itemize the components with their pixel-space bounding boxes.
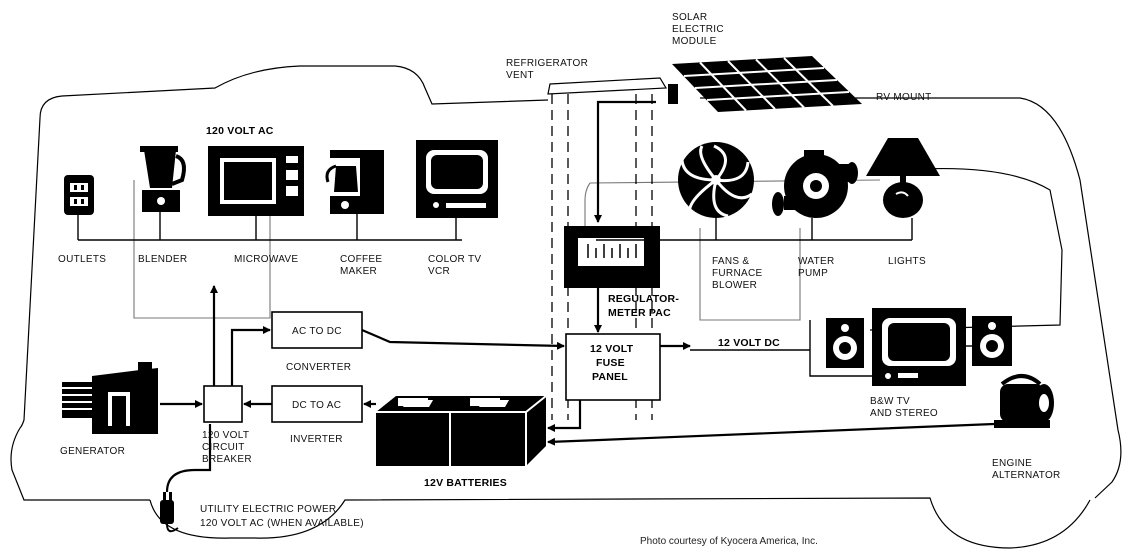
fans-label-1: FANS &	[712, 256, 749, 267]
lamp-icon	[866, 138, 940, 218]
dc-load-bus	[596, 218, 913, 241]
blender-icon	[140, 146, 186, 212]
fan-icon	[678, 142, 754, 218]
breaker-label-3: BREAKER	[202, 454, 252, 465]
bw-tv-icon	[872, 308, 966, 386]
dc-to-ac-label: DC TO AC	[292, 400, 341, 411]
engine-alt-label-2: ALTERNATOR	[992, 470, 1061, 481]
inverter-label: INVERTER	[290, 434, 343, 445]
breaker-label-2: CIRCUIT	[202, 442, 245, 453]
coffee-label-1: COFFEE	[340, 254, 382, 265]
refrigerator-label-1: REFRIGERATOR	[506, 58, 588, 69]
water-pump-label-2: PUMP	[798, 268, 828, 279]
labels: SOLAR ELECTRIC MODULE REFRIGERATOR VENT …	[58, 12, 1061, 547]
microwave-label: MICROWAVE	[234, 254, 298, 265]
solar-module-icon	[668, 56, 862, 112]
wiring	[160, 100, 995, 493]
regulator-label-2: METER PAC	[608, 307, 671, 319]
outlets-icon	[64, 175, 94, 215]
dc-12-label: 12 VOLT DC	[718, 337, 780, 349]
ac-120-label: 120 VOLT AC	[206, 125, 274, 137]
refrigerator-label-2: VENT	[506, 70, 534, 81]
regulator-meter-icon	[564, 226, 660, 288]
breaker-label-1: 120 VOLT	[202, 430, 249, 441]
regulator-label-1: REGULATOR-	[608, 293, 679, 305]
fuse-panel-label-1: 12 VOLT	[590, 343, 634, 355]
utility-label-1: UTILITY ELECTRIC POWER	[200, 504, 336, 515]
ac-to-dc-label: AC TO DC	[292, 326, 342, 337]
generator-icon	[62, 362, 158, 434]
alternator-icon	[994, 374, 1054, 428]
water-pump-label-1: WATER	[798, 256, 835, 267]
rv-mount-label: RV MOUNT	[876, 92, 932, 103]
ac-bus-wire	[77, 212, 462, 392]
color-tv-label-1: COLOR TV	[428, 254, 481, 265]
bw-tv-label-1: B&W TV	[870, 396, 910, 407]
lights-label: LIGHTS	[888, 256, 926, 267]
batteries-icon	[376, 395, 547, 466]
coffee-label-2: MAKER	[340, 266, 377, 277]
microwave-icon	[208, 146, 304, 216]
bw-tv-label-2: AND STEREO	[870, 408, 938, 419]
circuit-breaker-box	[203, 385, 243, 423]
fuse-panel-label-2: FUSE	[596, 357, 625, 369]
coffee-maker-icon	[325, 150, 384, 214]
converter-box	[271, 311, 363, 349]
speaker-left-icon	[826, 318, 864, 368]
outlets-label: OUTLETS	[58, 254, 106, 265]
fans-label-2: FURNACE	[712, 268, 762, 279]
water-pump-icon	[772, 150, 858, 218]
solar-label-1: SOLAR	[672, 12, 707, 23]
fans-label-3: BLOWER	[712, 280, 757, 291]
color-tv-label-2: VCR	[428, 266, 450, 277]
utility-label-2: 120 VOLT AC (WHEN AVAILABLE)	[200, 518, 364, 529]
batteries-label: 12V BATTERIES	[424, 477, 507, 489]
solar-label-3: MODULE	[672, 36, 717, 47]
fuse-panel-label-3: PANEL	[592, 371, 628, 383]
fuse-panel-box	[565, 333, 661, 401]
photo-credit: Photo courtesy of Kyocera America, Inc.	[640, 536, 818, 547]
rv-body-outline	[10, 65, 1122, 549]
plug-icon	[160, 492, 179, 533]
engine-alt-label-1: ENGINE	[992, 458, 1032, 469]
solar-label-2: ELECTRIC	[672, 24, 724, 35]
converter-label: CONVERTER	[286, 362, 351, 373]
color-tv-icon	[416, 140, 498, 218]
blender-label: BLENDER	[138, 254, 187, 265]
generator-label: GENERATOR	[60, 446, 125, 457]
inverter-box	[271, 385, 363, 423]
speaker-right-icon	[972, 316, 1012, 366]
